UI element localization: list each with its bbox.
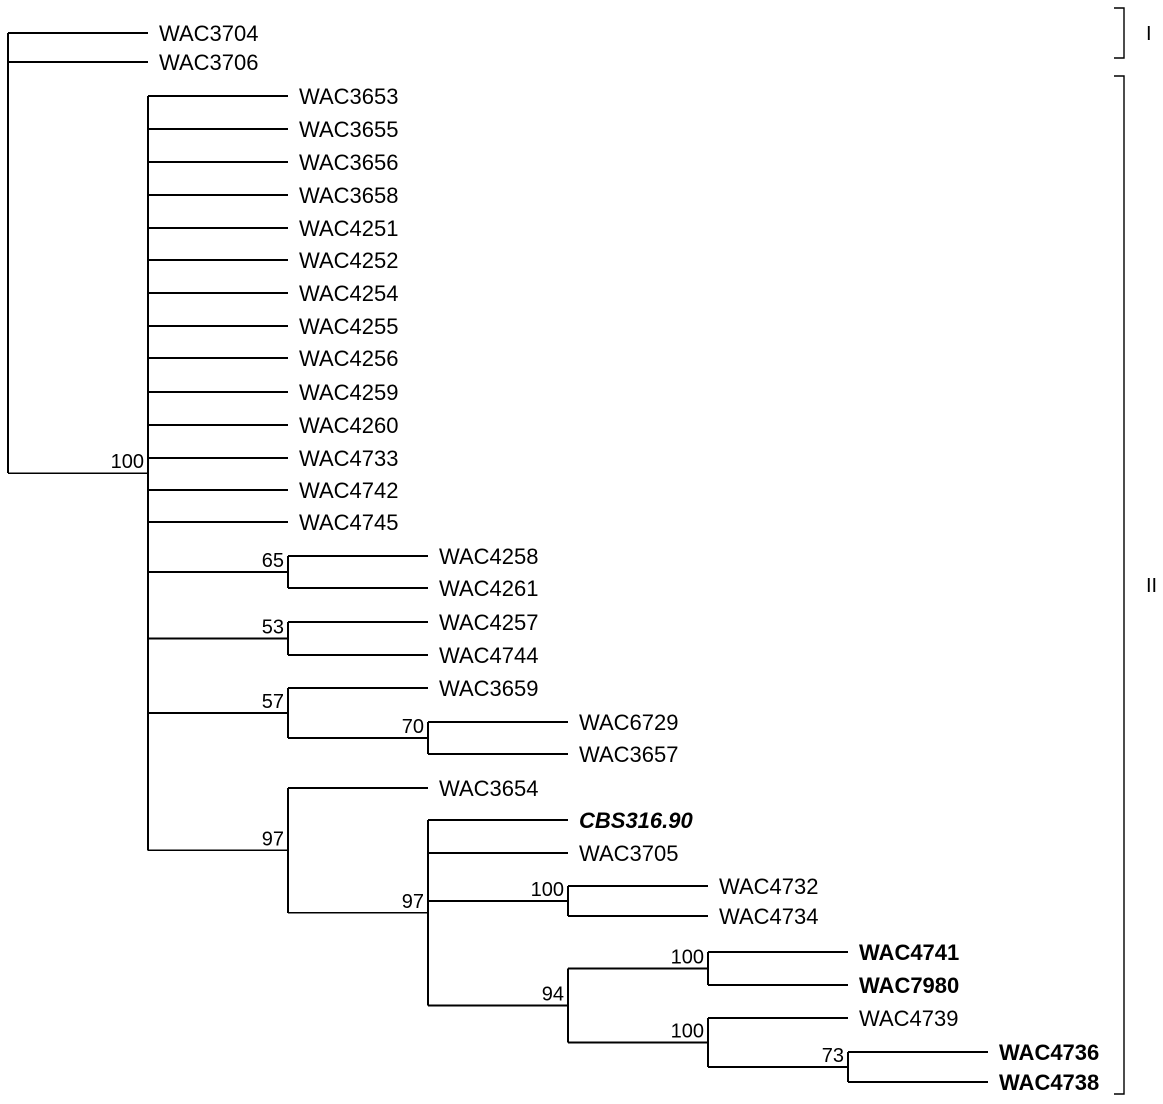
taxon-label: WAC3704 <box>159 21 258 46</box>
support-value: 100 <box>671 1021 704 1043</box>
taxon-label: WAC3706 <box>159 50 258 75</box>
taxon-label: WAC3653 <box>299 84 398 109</box>
taxon-label: WAC4732 <box>719 874 818 899</box>
taxon-label: WAC4734 <box>719 904 818 929</box>
taxon-label: WAC4251 <box>299 216 398 241</box>
taxon-label: WAC3656 <box>299 150 398 175</box>
taxon-label: WAC3659 <box>439 676 538 701</box>
support-value: 94 <box>542 984 564 1006</box>
taxon-label: WAC4255 <box>299 314 398 339</box>
taxon-label: WAC3705 <box>579 841 678 866</box>
clade-brackets: III <box>1114 7 1157 1095</box>
support-value: 97 <box>402 891 424 913</box>
taxon-label: WAC4739 <box>859 1006 958 1031</box>
clade-I-bracket <box>1114 7 1125 59</box>
support-value: 53 <box>262 617 284 639</box>
taxon-label: WAC3655 <box>299 117 398 142</box>
taxon-labels: WAC3704WAC3706WAC3653WAC3655WAC3656WAC36… <box>159 21 1099 1095</box>
taxon-label: WAC6729 <box>579 710 678 735</box>
taxon-label: WAC4256 <box>299 346 398 371</box>
taxon-label: WAC7980 <box>859 973 959 998</box>
taxon-label: WAC3654 <box>439 776 538 801</box>
taxon-label: WAC4745 <box>299 510 398 535</box>
taxon-label: WAC4742 <box>299 478 398 503</box>
taxon-label: WAC4257 <box>439 610 538 635</box>
support-value: 100 <box>671 947 704 969</box>
taxon-label: CBS316.90 <box>579 808 694 833</box>
support-values: 100 65 53 57 70 97 97 100 94 100 100 73 <box>111 451 844 1067</box>
taxon-label: WAC4260 <box>299 413 398 438</box>
support-value: 100 <box>531 879 564 901</box>
taxon-label: WAC4254 <box>299 281 398 306</box>
taxon-label: WAC4261 <box>439 576 538 601</box>
taxon-label: WAC4738 <box>999 1070 1099 1095</box>
support-value: 100 <box>111 451 144 473</box>
taxon-label: WAC4741 <box>859 940 959 965</box>
support-value: 97 <box>262 828 284 850</box>
taxon-label: WAC4259 <box>299 380 398 405</box>
support-value: 70 <box>402 716 424 738</box>
support-value: 73 <box>822 1045 844 1067</box>
support-value: 65 <box>262 550 284 572</box>
taxon-label: WAC4736 <box>999 1040 1099 1065</box>
clade-II-label: II <box>1146 575 1157 597</box>
taxon-label: WAC3658 <box>299 183 398 208</box>
clade-I-label: I <box>1146 23 1152 45</box>
taxon-label: WAC4744 <box>439 643 538 668</box>
clade-II-bracket <box>1114 75 1125 1095</box>
taxon-label: WAC4252 <box>299 248 398 273</box>
taxon-label: WAC4733 <box>299 446 398 471</box>
support-value: 57 <box>262 691 284 713</box>
taxon-label: WAC3657 <box>579 742 678 767</box>
taxon-label: WAC4258 <box>439 544 538 569</box>
tree-branches <box>7 32 988 1083</box>
